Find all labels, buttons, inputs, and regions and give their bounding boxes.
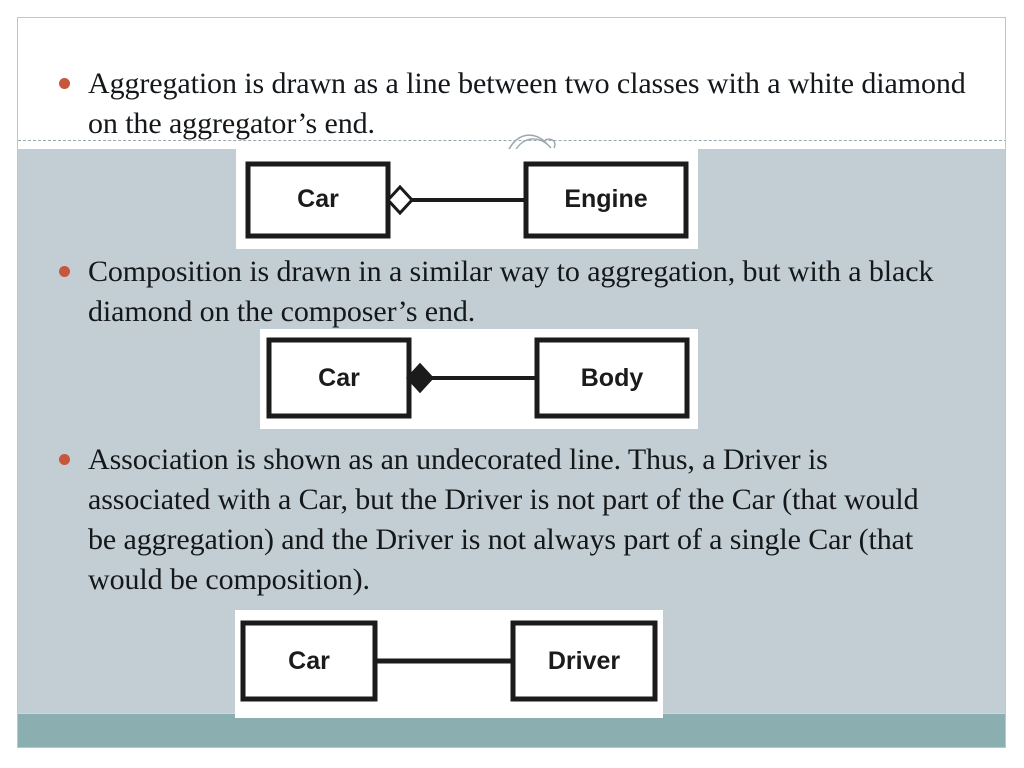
- uml-class-box-driver: [510, 620, 658, 702]
- aggregation-diagram-figure: Car Engine: [236, 149, 698, 249]
- slide-top-band: [18, 18, 1005, 141]
- uml-filled-diamond-icon: [405, 362, 435, 394]
- bullet-item-composition: Composition is drawn in a similar way to…: [59, 252, 989, 332]
- uml-class-label-car: Car: [288, 647, 330, 675]
- slide-canvas: Aggregation is drawn as a line between t…: [17, 17, 1006, 748]
- uml-class-label-car: Car: [297, 185, 339, 213]
- uml-class-label-engine: Engine: [564, 185, 647, 213]
- bullet-item-association: Association is shown as an undecorated l…: [59, 440, 939, 600]
- uml-class-box-body: [534, 337, 690, 419]
- slide-footer-bar: [18, 713, 1005, 747]
- uml-class-box-engine: [523, 161, 689, 239]
- bullet-text-association: Association is shown as an undecorated l…: [88, 443, 919, 596]
- bullet-dot-icon: [59, 454, 70, 465]
- bullet-dot-icon: [59, 266, 70, 277]
- uml-class-box-car: [245, 161, 391, 239]
- bullet-text-composition: Composition is drawn in a similar way to…: [88, 255, 934, 328]
- uml-class-label-car: Car: [318, 364, 360, 392]
- uml-class-label-driver: Driver: [548, 647, 621, 675]
- association-diagram-figure: Car Driver: [235, 610, 663, 718]
- uml-class-label-body: Body: [581, 364, 644, 392]
- bullet-item-aggregation: Aggregation is drawn as a line between t…: [59, 64, 989, 144]
- bullet-dot-icon: [59, 78, 70, 89]
- bullet-text-aggregation: Aggregation is drawn as a line between t…: [88, 67, 966, 140]
- composition-diagram-figure: Car Body: [260, 329, 698, 429]
- uml-hollow-diamond-icon: [385, 184, 415, 216]
